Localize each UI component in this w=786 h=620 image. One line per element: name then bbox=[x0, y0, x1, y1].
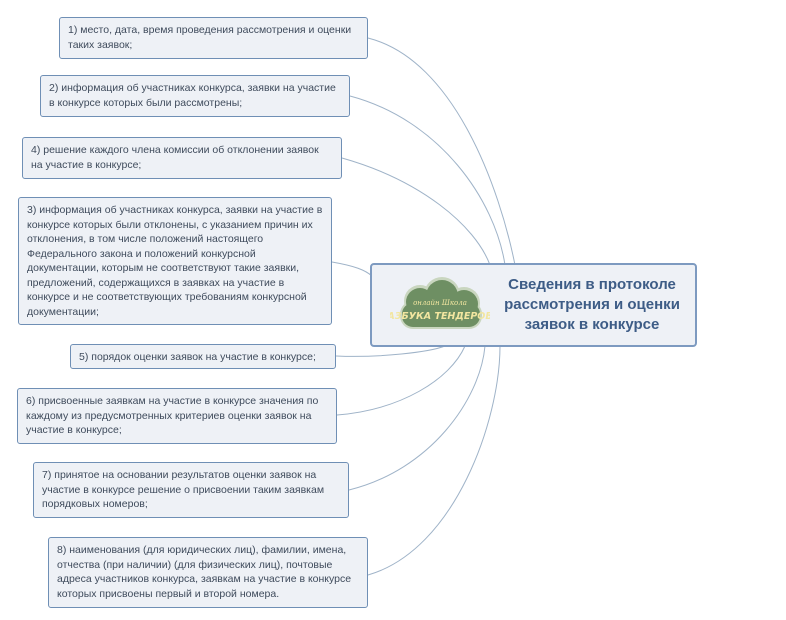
node-7-text: 7) принятое на основании результатов оце… bbox=[42, 469, 325, 510]
node-2: 2) информация об участниках конкурса, за… bbox=[40, 75, 350, 117]
node-5: 5) порядок оценки заявок на участие в ко… bbox=[70, 344, 336, 369]
node-4-text: 4) решение каждого члена комиссии об отк… bbox=[31, 144, 319, 171]
node-1-text: 1) место, дата, время проведения рассмот… bbox=[68, 24, 352, 51]
central-title-line-3: заявок в конкурсе bbox=[524, 316, 660, 333]
node-8: 8) наименования (для юридических лиц), ф… bbox=[48, 537, 368, 608]
node-3: 3) информация об участниках конкурса, за… bbox=[18, 197, 332, 325]
connector-node-6 bbox=[336, 345, 466, 416]
azbuka-tenderov-logo: онлайн Школа АЗБУКА ТЕНДЕРОВ bbox=[390, 277, 490, 329]
connector-node-1 bbox=[367, 37, 516, 266]
connector-node-2 bbox=[349, 95, 506, 266]
central-title-line-2: рассмотрения и оценки bbox=[504, 296, 680, 313]
central-topic: онлайн Школа АЗБУКА ТЕНДЕРОВ Сведения в … bbox=[370, 263, 697, 347]
connector-node-4 bbox=[341, 157, 491, 266]
connector-node-3 bbox=[331, 261, 373, 277]
central-title-line-1: Сведения в протоколе bbox=[508, 276, 676, 293]
node-4: 4) решение каждого члена комиссии об отк… bbox=[22, 137, 342, 179]
cloud-shape bbox=[400, 277, 482, 329]
node-3-text: 3) информация об участниках конкурса, за… bbox=[27, 204, 323, 318]
node-7: 7) принятое на основании результатов оце… bbox=[33, 462, 349, 518]
node-1: 1) место, дата, время проведения рассмот… bbox=[59, 17, 368, 59]
node-6-text: 6) присвоенные заявкам на участие в конк… bbox=[26, 395, 319, 436]
node-5-text: 5) порядок оценки заявок на участие в ко… bbox=[79, 351, 316, 363]
node-8-text: 8) наименования (для юридических лиц), ф… bbox=[57, 544, 352, 600]
logo-main-text: АЗБУКА ТЕНДЕРОВ bbox=[390, 311, 490, 322]
central-title: Сведения в протоколе рассмотрения и оцен… bbox=[492, 275, 692, 335]
connector-node-8 bbox=[367, 345, 501, 576]
connector-node-5 bbox=[335, 345, 446, 357]
node-6: 6) присвоенные заявкам на участие в конк… bbox=[17, 388, 337, 444]
node-2-text: 2) информация об участниках конкурса, за… bbox=[49, 82, 336, 109]
connector-node-7 bbox=[348, 345, 486, 491]
logo-top-text: онлайн Школа bbox=[413, 299, 467, 307]
